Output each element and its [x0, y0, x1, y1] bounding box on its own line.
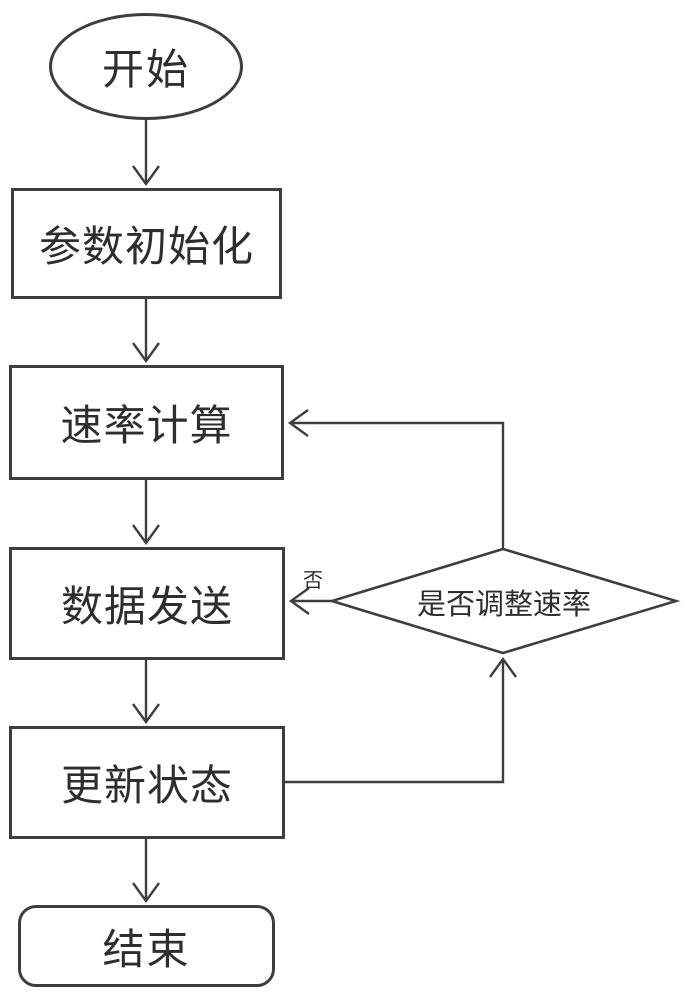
- start-node-label: 开始: [101, 45, 190, 94]
- rate-calc-node: 速率计算: [9, 365, 284, 480]
- decision-diamond-shape: [327, 547, 681, 655]
- arrow-decision-to-rate: [287, 409, 505, 549]
- decision-text: 是否调整速率: [416, 587, 591, 621]
- arrow-update-to-decision: [285, 656, 517, 784]
- data-send-node: 数据发送: [9, 547, 285, 660]
- update-state-node: 更新状态: [9, 726, 285, 839]
- rate-calc-label: 速率计算: [60, 401, 233, 450]
- edge-label-no: 否: [303, 568, 323, 592]
- end-node-label: 结束: [102, 924, 191, 974]
- decision-diamond-label: 是否调整速率: [352, 585, 656, 621]
- end-node: 结束: [18, 905, 275, 987]
- start-node: 开始: [49, 13, 243, 120]
- init-params-node: 参数初始化: [11, 188, 282, 299]
- init-params-label: 参数初始化: [38, 222, 254, 271]
- data-send-label: 数据发送: [60, 582, 233, 631]
- update-state-label: 更新状态: [60, 761, 233, 810]
